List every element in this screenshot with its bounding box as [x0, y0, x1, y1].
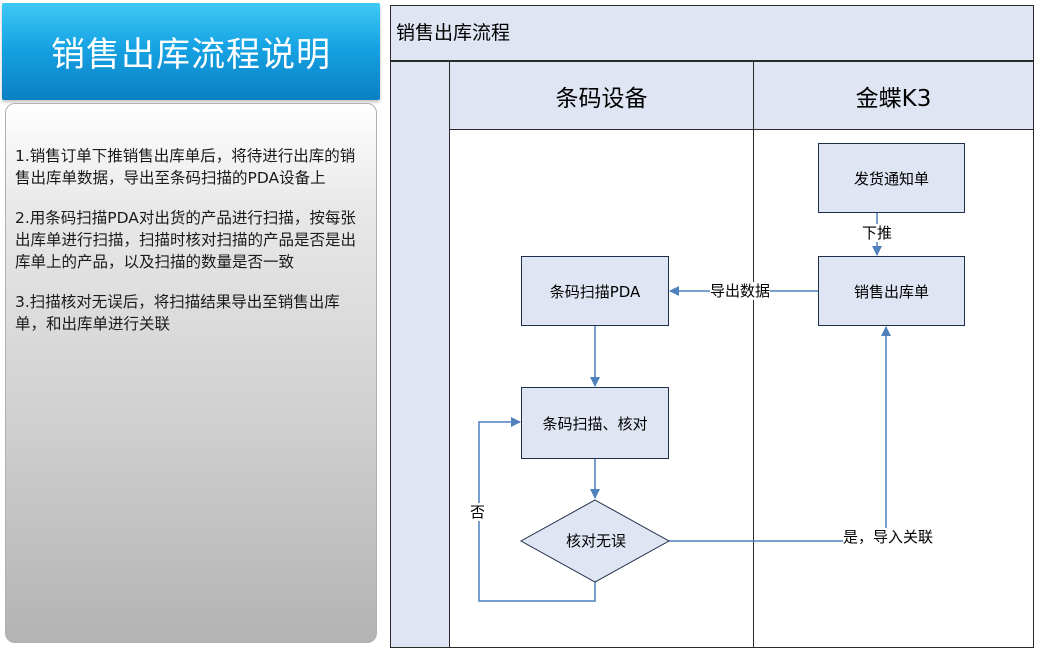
node-delivery-notice: 发货通知单: [818, 143, 965, 213]
verify-diamond: [519, 499, 671, 583]
edge-no-loop: [478, 417, 596, 602]
lane-header-barcode-device: 条码设备: [450, 62, 754, 130]
description-step-3: 3.扫描核对无误后，将扫描结果导出至销售出库单，和出库单进行关联: [15, 293, 340, 333]
edge-label-export-data: 导出数据: [710, 282, 771, 300]
left-panel-header: 销售出库流程说明: [2, 3, 380, 100]
node-scan-check: 条码扫描、核对: [521, 387, 669, 459]
description-text: 1.销售订单下推销售出库单后，将待进行出库的销售出库单数据，导出至条码扫描的PD…: [15, 145, 365, 353]
lane-header-kingdee-k3: 金蝶K3: [754, 62, 1033, 130]
edge-label-yes-import: 是，导入关联: [843, 528, 934, 546]
left-panel-title: 销售出库流程说明: [51, 35, 331, 75]
description-step-2: 2.用条码扫描PDA对出货的产品进行扫描，按每张出库单进行扫描，扫描时核对扫描的…: [15, 209, 357, 271]
node-pda-scan: 条码扫描PDA: [521, 256, 669, 326]
swimlane-side-strip: [391, 62, 450, 647]
diagram-title: 销售出库流程: [391, 6, 1033, 62]
description-step-1: 1.销售订单下推销售出库单后，将待进行出库的销售出库单数据，导出至条码扫描的PD…: [15, 147, 356, 187]
lane-divider: [753, 130, 754, 647]
edge-label-push-down: 下推: [862, 224, 893, 242]
left-panel-body: [5, 103, 377, 643]
edge-label-no: 否: [470, 503, 486, 521]
node-sales-outbound: 销售出库单: [818, 256, 965, 326]
node-verify-label: 核对无误: [565, 532, 626, 550]
edge-yes-import: [669, 326, 891, 542]
